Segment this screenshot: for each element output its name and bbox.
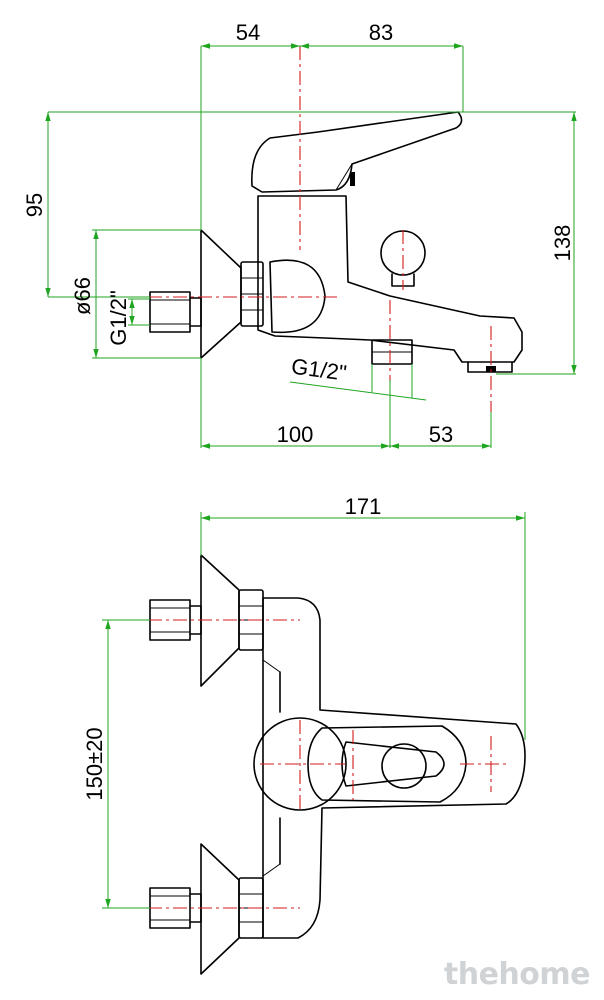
handle-base bbox=[253, 717, 347, 811]
dimension-lines-side bbox=[45, 43, 577, 449]
lever-handle-top bbox=[307, 725, 467, 803]
dim-outlet-thread: G1/2" bbox=[290, 354, 348, 386]
dim-138: 138 bbox=[550, 225, 575, 262]
lever-handle bbox=[251, 111, 463, 193]
hex-nut bbox=[240, 261, 264, 327]
dim-150-20: 150±20 bbox=[82, 727, 107, 800]
wall-flange bbox=[200, 229, 242, 359]
watermark: thehome bbox=[444, 957, 590, 992]
dim-100: 100 bbox=[277, 422, 314, 447]
side-view: 54 83 95 138 ø66 G1/2" G1/2" 100 53 bbox=[22, 20, 577, 449]
dim-53: 53 bbox=[429, 422, 453, 447]
dim-95: 95 bbox=[22, 193, 47, 217]
dim-flange-diameter: ø66 bbox=[70, 277, 95, 315]
mixer-body-top bbox=[262, 597, 526, 939]
lever-grip bbox=[341, 741, 445, 787]
body-cutout bbox=[269, 259, 326, 334]
lower-wall-flange bbox=[200, 843, 240, 975]
mixer-body bbox=[257, 195, 523, 363]
dim-83: 83 bbox=[369, 20, 393, 45]
top-view: 171 150±20 bbox=[82, 494, 526, 975]
inlet-connector bbox=[149, 291, 202, 333]
dimension-lines-top bbox=[102, 512, 526, 909]
dim-54: 54 bbox=[236, 20, 260, 45]
dim-171: 171 bbox=[345, 494, 382, 519]
dim-inlet-thread: G1/2" bbox=[106, 290, 131, 346]
bottom-outlet bbox=[371, 339, 413, 365]
lever-knob bbox=[381, 743, 427, 789]
